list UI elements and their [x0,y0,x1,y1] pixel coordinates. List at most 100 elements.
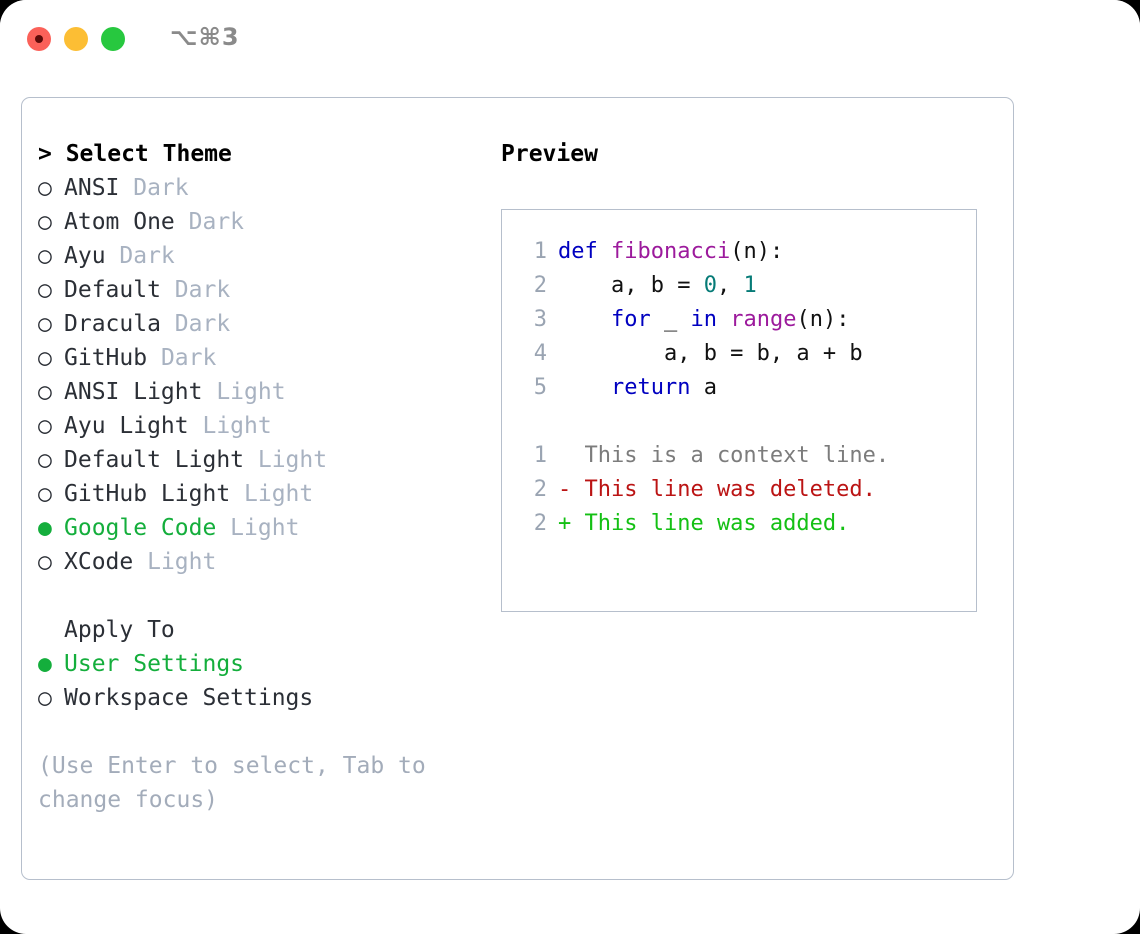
theme-list-item[interactable]: ○ GitHub Dark [38,341,478,375]
theme-name-label: GitHub [64,345,148,371]
preview-title: Preview [501,141,598,167]
code-token: a, b = b, a + b [558,341,863,366]
theme-list-item[interactable]: ○ ANSI Light Light [38,375,478,409]
radio-selected-icon[interactable]: ● [38,651,52,677]
line-number: 5 [533,375,547,400]
theme-list-item[interactable]: ○ Default Dark [38,273,478,307]
theme-variant-label: Light [188,413,272,439]
diff-line: 2 - This line was deleted. [523,473,889,507]
theme-name-label: Default [64,277,161,303]
theme-variant-label: Light [202,379,286,405]
apply-to-label: Workspace Settings [64,685,314,711]
theme-name-label: ANSI Light [64,379,203,405]
apply-to-list: ●User Settings ○ Workspace Settings [38,647,478,715]
theme-list-item[interactable]: ● Google Code Light [38,511,478,545]
radio-unselected-icon[interactable]: ○ [38,175,52,201]
code-line: 4 a, b = b, a + b [523,337,889,371]
radio-unselected-icon[interactable]: ○ [38,413,52,439]
code-token: return [610,375,691,400]
radio-unselected-icon[interactable]: ○ [38,277,52,303]
theme-name-label: Google Code [64,515,217,541]
theme-name-label: XCode [64,549,134,575]
minimize-button-icon[interactable] [64,27,88,51]
radio-unselected-icon[interactable]: ○ [38,379,52,405]
theme-name-label: Ayu [64,243,106,269]
theme-variant-label: Dark [105,243,175,269]
theme-list-item[interactable]: ○ Default Light Light [38,443,478,477]
theme-name-label: Default Light [64,447,245,473]
apply-to-header: Apply To [64,617,175,643]
theme-variant-label: Light [216,515,300,541]
radio-unselected-icon[interactable]: ○ [38,209,52,235]
apply-to-item[interactable]: ○ Workspace Settings [38,681,478,715]
line-number: 1 [533,239,547,264]
line-number: 2 [533,273,547,298]
radio-unselected-icon[interactable]: ○ [38,685,52,711]
theme-list-item[interactable]: ○ XCode Light [38,545,478,579]
theme-list-item[interactable]: ○ Ayu Light Light [38,409,478,443]
theme-variant-label: Light [244,447,328,473]
radio-unselected-icon[interactable]: ○ [38,481,52,507]
theme-name-label: GitHub Light [64,481,231,507]
radio-unselected-icon[interactable]: ○ [38,447,52,473]
theme-name-label: Ayu Light [64,413,189,439]
line-number: 1 [533,443,547,468]
diff-text: - This line was deleted. [558,477,876,502]
radio-unselected-icon[interactable]: ○ [38,243,52,269]
main-panel: > Select Theme ○ANSI Dark○Atom One Dark○… [21,97,1014,880]
theme-variant-label: Dark [147,345,217,371]
theme-list: ○ANSI Dark○Atom One Dark○Ayu Dark○Defaul… [38,171,478,579]
code-token: 0 [703,273,717,298]
code-token: (n): [796,307,850,332]
line-number: 3 [533,307,547,332]
section-spacer [38,579,478,613]
code-line: 2 a, b = 0, 1 [523,269,889,303]
theme-variant-label: Dark [119,175,189,201]
radio-unselected-icon[interactable]: ○ [38,311,52,337]
theme-variant-label: Dark [174,209,245,235]
theme-list-item[interactable]: ○Atom One Dark [38,205,478,239]
apply-to-item[interactable]: ●User Settings [38,647,478,681]
code-token: a [690,375,717,400]
theme-list-item[interactable]: ○Dracula Dark [38,307,478,341]
keyboard-hint-text: (Use Enter to select, Tab to change focu… [38,753,426,813]
theme-name-label: Dracula [64,311,161,337]
theme-variant-label: Light [230,481,314,507]
line-number: 2 [533,477,547,502]
line-number: 4 [533,341,547,366]
traffic-lights [27,27,125,51]
code-token: for [610,307,651,332]
radio-selected-icon[interactable]: ● [38,515,52,541]
code-token [558,307,611,332]
diff-line: 2+ This line was added. [523,507,889,541]
radio-unselected-icon[interactable]: ○ [38,549,52,575]
title-bar: ⌥⌘3 [0,0,1140,78]
line-number: 2 [533,511,547,536]
code-token: _ [650,307,691,332]
code-token [717,307,730,332]
theme-list-item[interactable]: ○ GitHub Light Light [38,477,478,511]
code-token: fibonacci [611,239,731,264]
code-token: (n): [730,239,784,264]
maximize-button-icon[interactable] [101,27,125,51]
code-blank-line [523,405,889,439]
theme-variant-label: Dark [160,277,231,303]
theme-list-item[interactable]: ○ ANSI Dark [38,171,478,205]
diff-line: 1 This is a context line. [523,439,889,473]
radio-unselected-icon[interactable]: ○ [38,345,52,371]
code-token: range [730,307,797,332]
theme-selector-column: > Select Theme ○ANSI Dark○Atom One Dark○… [38,137,478,817]
select-theme-header: > Select Theme [38,141,232,167]
theme-name-label: ANSI [64,175,120,201]
theme-variant-label: Light [133,549,217,575]
theme-list-item[interactable]: ○ Ayu Dark [38,239,478,273]
diff-text: This is a context line. [558,443,890,468]
code-line: 5 return a [523,371,889,405]
code-token: , [716,273,744,298]
close-button-icon[interactable] [27,27,51,51]
